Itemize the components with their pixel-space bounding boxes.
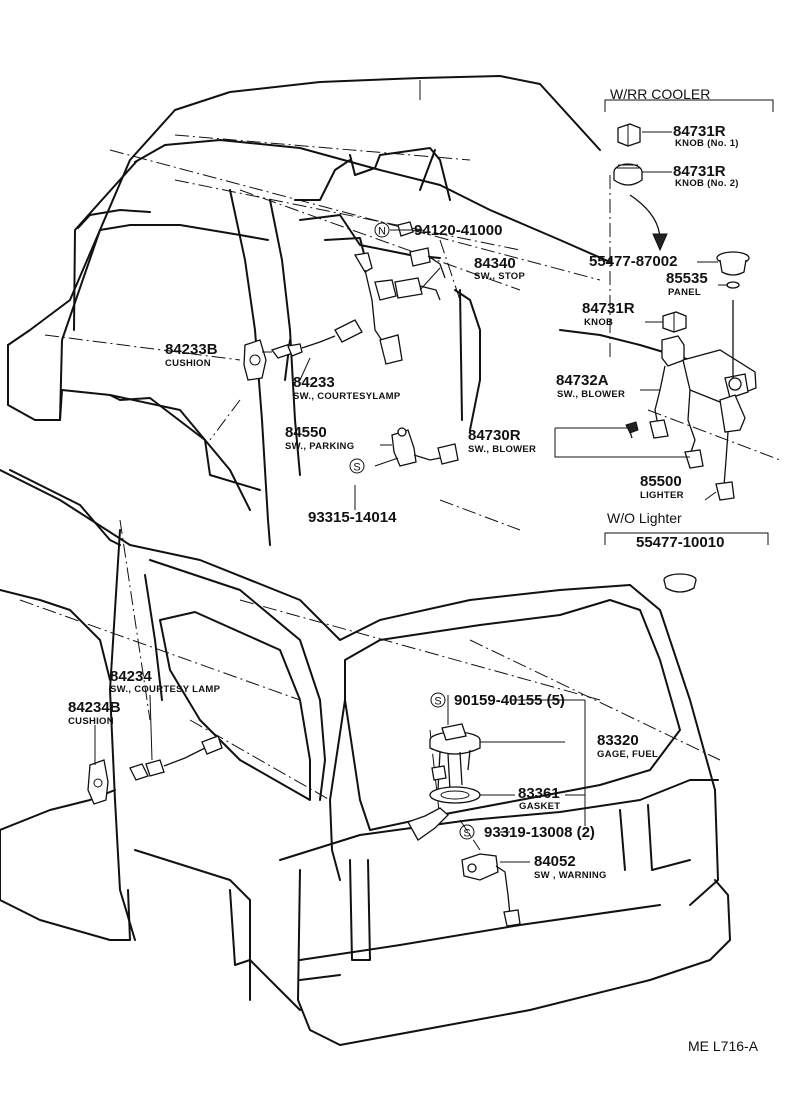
- part-number-55477-10010: 55477-10010: [636, 534, 724, 551]
- part-number-84550: 84550: [285, 424, 327, 441]
- cushion-84233B-icon: [243, 339, 267, 381]
- part-caption-84233B: CUSHION: [165, 358, 211, 369]
- nut-icon: [397, 221, 414, 237]
- part-number-90159: 90159-40155 (5): [454, 692, 565, 709]
- screw-symbol-text: S: [434, 696, 441, 708]
- part-number-83320: 83320: [597, 732, 639, 749]
- part-number-93319: 93319-13008 (2): [484, 824, 595, 841]
- part-number-93315: 93315-14014: [308, 509, 397, 526]
- part-caption-84731R-knob: KNOB: [584, 317, 613, 328]
- part-number-94120: 94120-41000: [414, 222, 502, 239]
- part-number-55477-87002: 55477-87002: [589, 253, 677, 270]
- part-caption-84233: SW., COURTESYLAMP: [293, 391, 401, 402]
- assembly-arrow-icon: [629, 194, 668, 252]
- courtesy-lamp-switch-84233-icon: [270, 319, 363, 359]
- part-caption-85535: PANEL: [668, 287, 701, 298]
- diagram-code: ME L716-A: [688, 1038, 759, 1054]
- part-caption-84234: SW., COURTESY LAMP: [110, 684, 221, 695]
- warning-switch-icon: [461, 853, 521, 927]
- vehicle-body-lower: [0, 469, 731, 1046]
- panel-washer-icon: [726, 281, 740, 289]
- leader-lines: [19, 134, 781, 851]
- part-number-84732A: 84732A: [556, 372, 609, 389]
- blower-switch-84732A-icon: [649, 300, 757, 501]
- lighter-plug-icon: [663, 573, 697, 593]
- callout-brackets: [94, 99, 774, 863]
- stop-switch-icon: [353, 247, 446, 365]
- part-number-85535: 85535: [666, 270, 708, 287]
- part-number-84340: 84340: [474, 255, 516, 272]
- screw-symbol-text: S: [463, 828, 470, 840]
- parking-switch-icon: [391, 427, 459, 467]
- gasket-icon: [429, 786, 481, 804]
- part-number-84233B: 84233B: [165, 341, 218, 358]
- cushion-84234B-icon: [87, 759, 109, 805]
- vehicle-body-upper: [7, 75, 731, 546]
- part-number-84731R-knob2: 84731R: [673, 163, 726, 180]
- symbol-circles: N S S S: [349, 222, 475, 840]
- part-caption-83361: GASKET: [519, 801, 560, 812]
- fuel-gage-icon: [429, 723, 481, 791]
- nut-symbol-badge: N: [374, 222, 390, 238]
- screw-symbol-badge-93319: S: [459, 824, 475, 840]
- part-caption-84730R: SW., BLOWER: [468, 444, 536, 455]
- screw-symbol-text: S: [353, 462, 360, 474]
- nut-symbol-text: N: [378, 226, 386, 238]
- courtesy-lamp-switch-84234-icon: [129, 735, 223, 781]
- panel-cap-icon: [716, 251, 750, 276]
- part-caption-84340: SW., STOP: [474, 271, 525, 282]
- part-caption-84731R-knob1: KNOB (No. 1): [675, 138, 739, 149]
- part-caption-83320: GAGE, FUEL: [597, 749, 658, 760]
- part-number-84234B: 84234B: [68, 699, 121, 716]
- screw-icon: [625, 421, 639, 439]
- part-caption-84731R-knob2: KNOB (No. 2): [675, 178, 739, 189]
- part-caption-85500: LIGHTER: [640, 490, 684, 501]
- knob-icon: [662, 311, 687, 333]
- part-caption-84550: SW., PARKING: [285, 441, 354, 452]
- screw-symbol-badge-93315: S: [349, 458, 365, 474]
- part-caption-84052: SW , WARNING: [534, 870, 607, 881]
- part-number-84233: 84233: [293, 374, 335, 391]
- part-number-84731R-knob1: 84731R: [673, 123, 726, 140]
- part-caption-84732A: SW., BLOWER: [557, 389, 625, 400]
- part-number-84730R: 84730R: [468, 427, 521, 444]
- part-number-84731R-knob: 84731R: [582, 300, 635, 317]
- knob-no1-icon: [617, 123, 641, 147]
- labels: W/RR COOLER W/O Lighter 84731R KNOB (No.…: [68, 86, 759, 1054]
- part-number-83361: 83361: [518, 785, 560, 802]
- knob-no2-icon: [613, 163, 643, 186]
- part-caption-84234B: CUSHION: [68, 716, 114, 727]
- part-number-84234: 84234: [110, 668, 152, 685]
- section-header-rr-cooler: W/RR COOLER: [610, 86, 710, 102]
- tank-bracket-icon: [407, 807, 449, 841]
- part-number-84052: 84052: [534, 853, 576, 870]
- screw-symbol-badge-90159: S: [430, 692, 446, 708]
- part-number-85500: 85500: [640, 473, 682, 490]
- section-header-wo-lighter: W/O Lighter: [607, 510, 682, 526]
